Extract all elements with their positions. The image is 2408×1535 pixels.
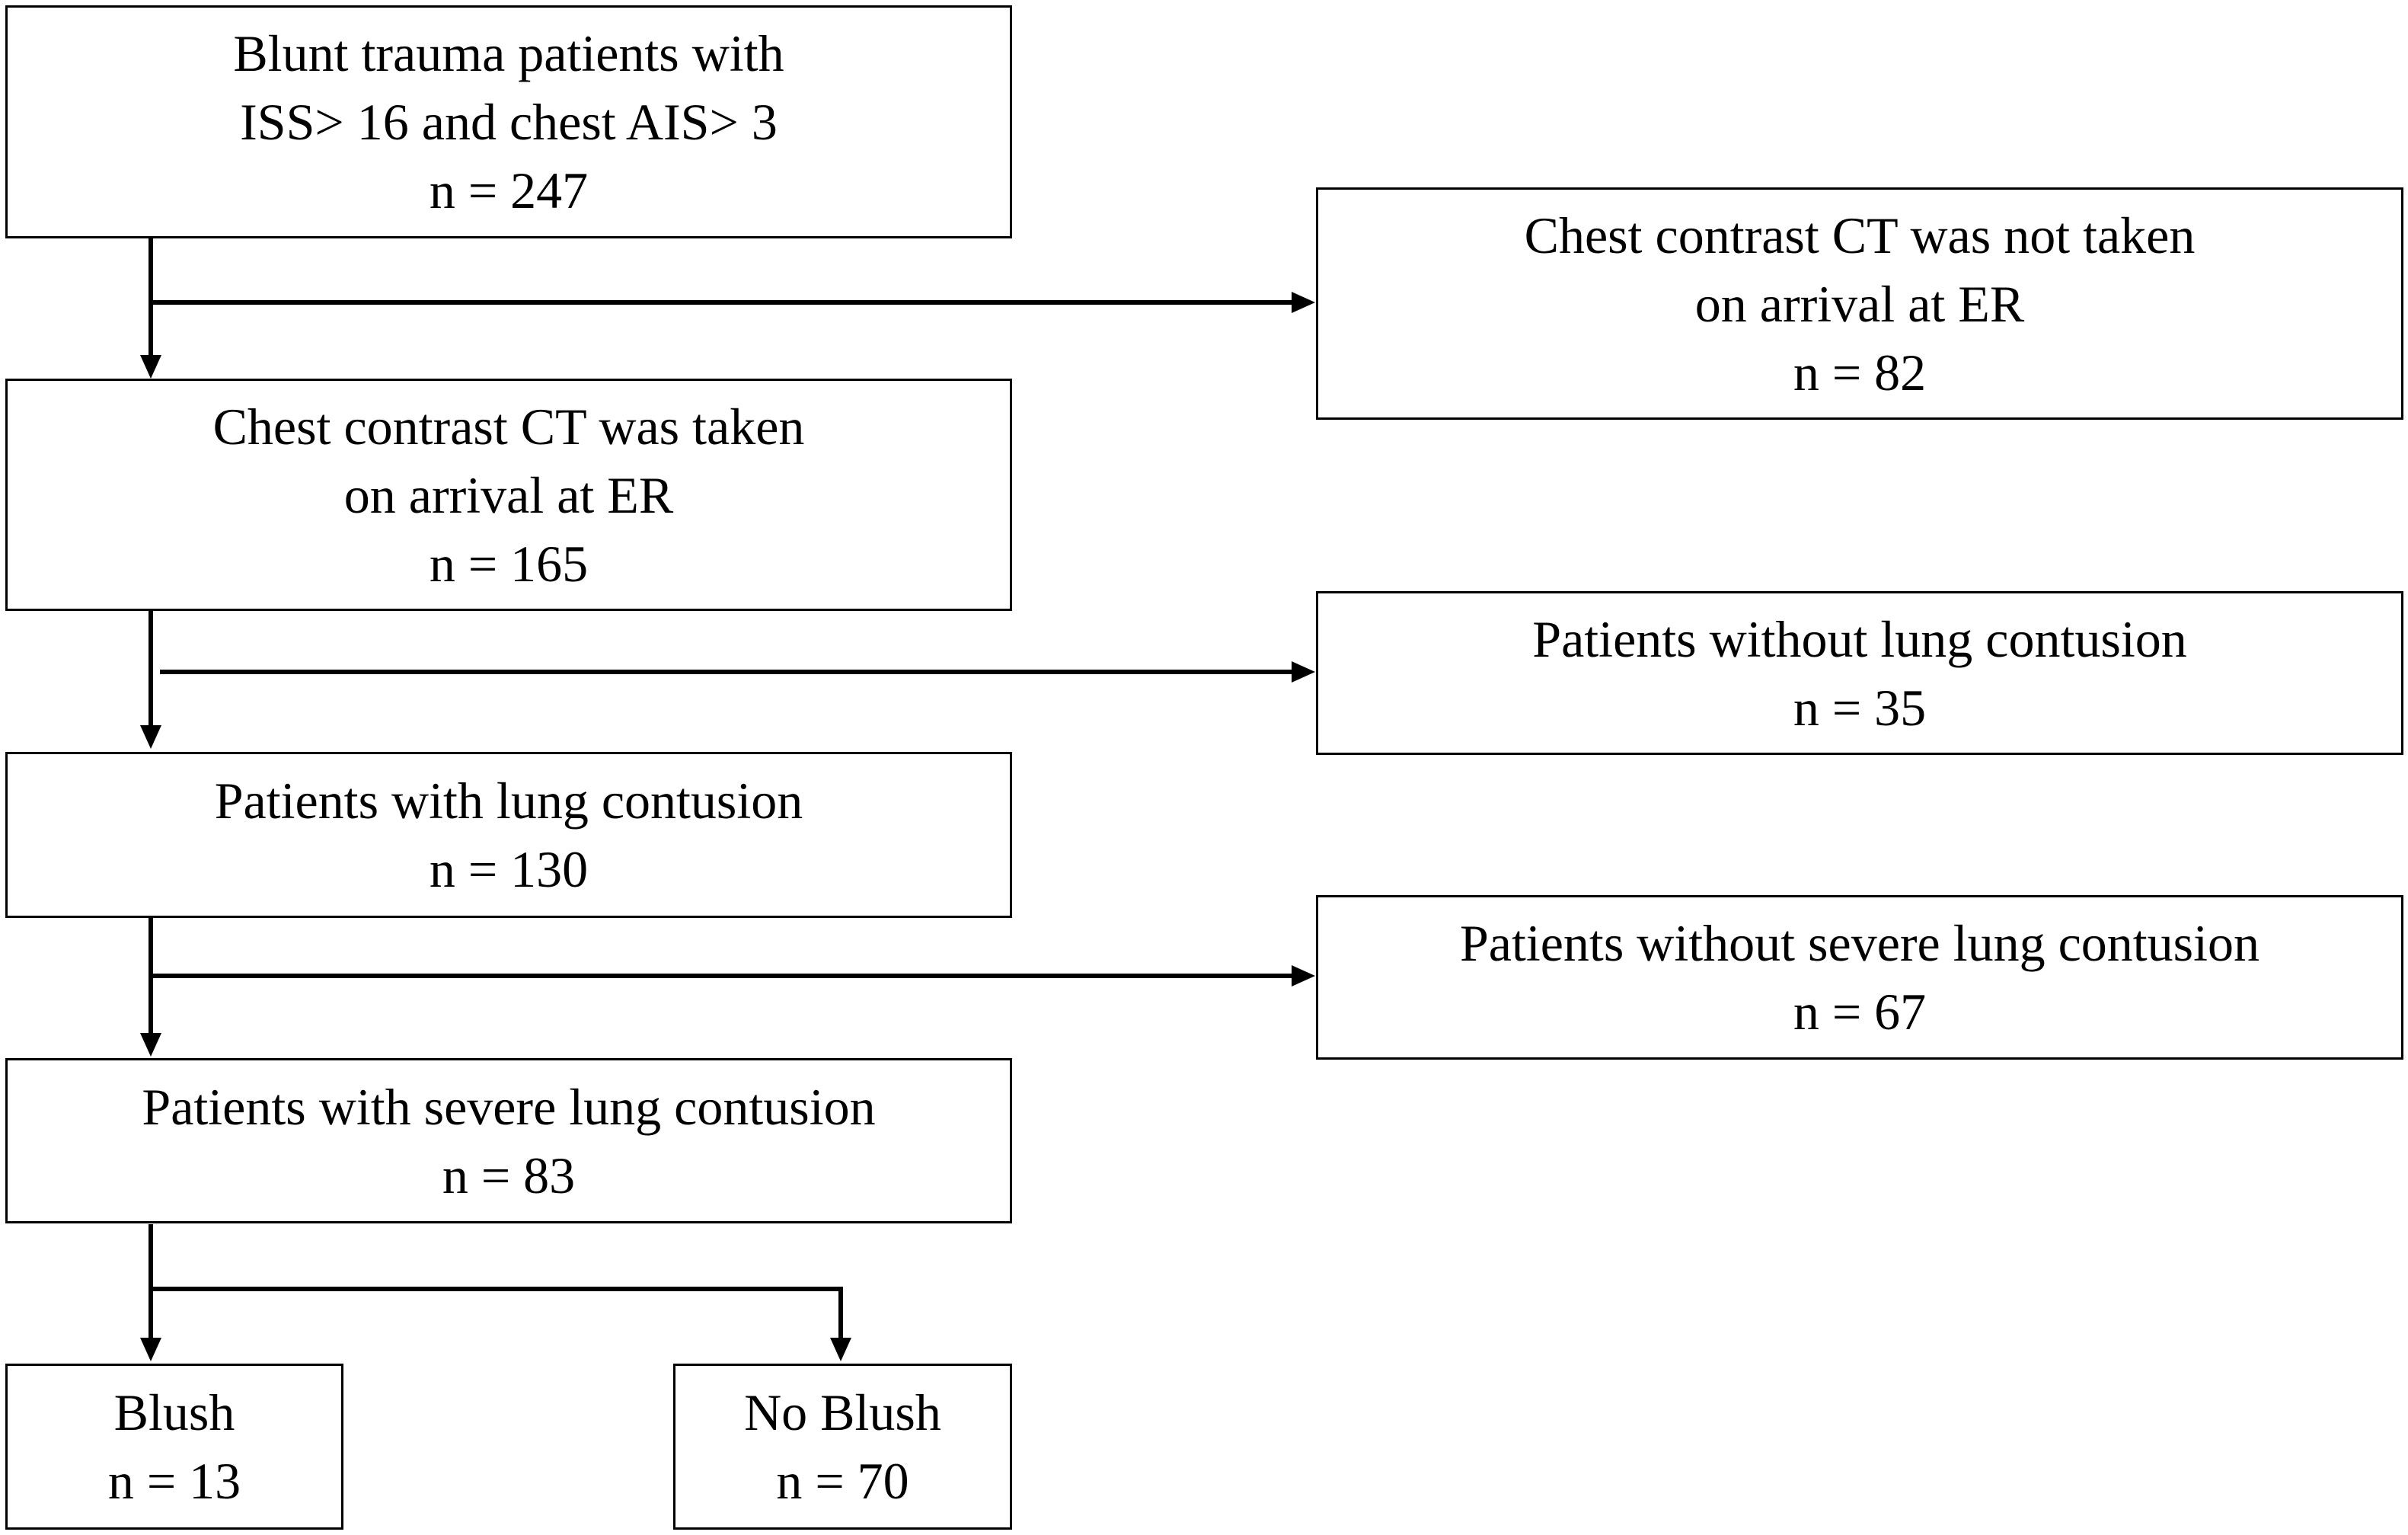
arrowhead-ct-not-taken	[1292, 292, 1315, 313]
arrowhead-without-contusion	[1292, 661, 1315, 683]
box-with-lung-contusion: Patients with lung contusion n = 130	[5, 752, 1012, 918]
box-no-blush-line1: No Blush	[744, 1383, 941, 1441]
box-with-contusion-count: n = 130	[429, 840, 589, 898]
box-severe-contusion-count: n = 83	[442, 1146, 576, 1204]
arrowhead-no-blush	[830, 1338, 851, 1361]
box-severe-contusion-line1: Patients with severe lung contusion	[142, 1077, 876, 1136]
arrowhead-with-contusion	[140, 725, 161, 749]
box-blush: Blush n = 13	[5, 1364, 343, 1530]
arrowhead-severe-contusion	[140, 1033, 161, 1057]
box-no-blush: No Blush n = 70	[673, 1364, 1012, 1530]
box-ct-taken-line2: on arrival at ER	[343, 465, 674, 524]
box-without-lung-contusion: Patients without lung contusion n = 35	[1316, 591, 2403, 755]
box-initial-population: Blunt trauma patients with ISS> 16 and c…	[5, 5, 1012, 238]
box-ct-not-taken: Chest contrast CT was not taken on arriv…	[1316, 187, 2403, 420]
box-blush-line1: Blush	[113, 1383, 235, 1441]
box-ct-not-taken-line2: on arrival at ER	[1694, 274, 2025, 333]
box-without-severe-count: n = 67	[1793, 983, 1927, 1041]
box-severe-lung-contusion: Patients with severe lung contusion n = …	[5, 1058, 1012, 1223]
box-without-contusion-line1: Patients without lung contusion	[1532, 609, 2187, 668]
box-initial-line2: ISS> 16 and chest AIS> 3	[240, 93, 778, 151]
box-ct-taken-count: n = 165	[429, 534, 589, 593]
box-ct-taken-line1: Chest contrast CT was taken	[212, 397, 805, 456]
arrowhead-ct-taken	[140, 355, 161, 379]
box-initial-line1: Blunt trauma patients with	[233, 24, 784, 82]
box-ct-not-taken-count: n = 82	[1793, 343, 1927, 401]
box-with-contusion-line1: Patients with lung contusion	[214, 772, 803, 830]
box-ct-not-taken-line1: Chest contrast CT was not taken	[1524, 206, 2196, 264]
box-no-blush-count: n = 70	[776, 1452, 909, 1510]
box-blush-count: n = 13	[107, 1452, 241, 1510]
box-ct-taken: Chest contrast CT was taken on arrival a…	[5, 379, 1012, 611]
box-without-severe-contusion: Patients without severe lung contusion n…	[1316, 895, 2403, 1060]
arrowhead-blush	[140, 1338, 161, 1361]
arrowhead-without-severe	[1292, 965, 1315, 987]
box-initial-count: n = 247	[429, 161, 589, 219]
box-without-contusion-count: n = 35	[1793, 678, 1927, 737]
box-without-severe-line1: Patients without severe lung contusion	[1459, 914, 2260, 972]
